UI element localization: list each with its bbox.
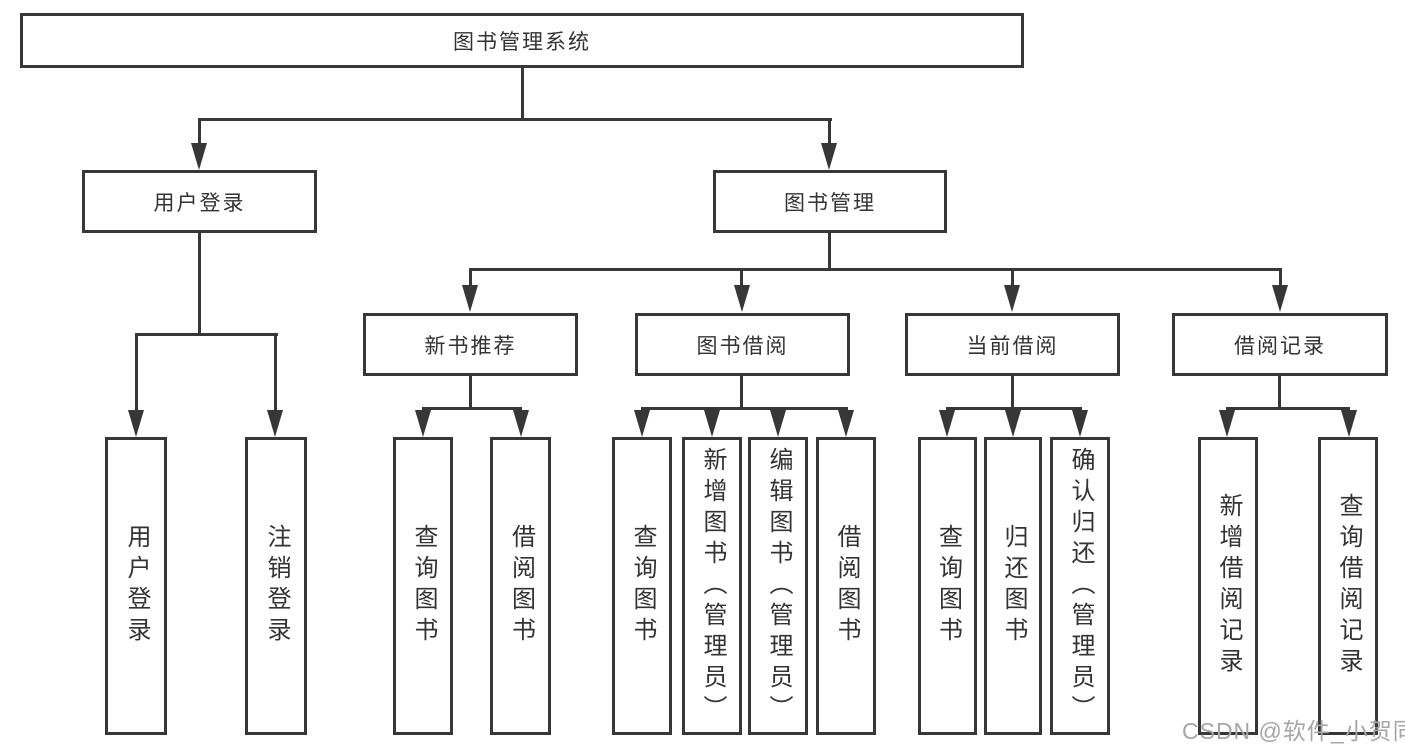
connector-to-new-book-rec bbox=[469, 268, 472, 288]
arrow-down bbox=[513, 410, 529, 437]
node-label: 新增借阅记录 bbox=[1215, 493, 1242, 679]
node-label: 编辑图书（管理员） bbox=[765, 446, 792, 726]
connector-root-hbar bbox=[198, 118, 832, 121]
leaf-add-books-admin: 新增图书（管理员） bbox=[682, 437, 742, 735]
leaf-edit-books-admin: 编辑图书（管理员） bbox=[748, 437, 808, 735]
connector-book-borrow-hbar bbox=[641, 407, 848, 410]
leaf-user-login: 用户登录 bbox=[105, 437, 167, 735]
node-label: 查询图书 bbox=[934, 524, 962, 648]
connector-to-book-borrow bbox=[740, 268, 743, 288]
leaf-borrow-books-2: 借阅图书 bbox=[816, 437, 876, 735]
connector-root-stem bbox=[521, 68, 524, 120]
connector-new-book-rec-hbar bbox=[422, 407, 522, 410]
arrow-down bbox=[1072, 410, 1088, 437]
node-current-borrowing: 当前借阅 bbox=[905, 313, 1120, 376]
node-label: 查询借阅记录 bbox=[1335, 493, 1362, 679]
node-borrowing-records: 借阅记录 bbox=[1172, 313, 1388, 376]
leaf-query-borrow-record: 查询借阅记录 bbox=[1318, 437, 1378, 735]
node-label: 查询图书 bbox=[629, 524, 656, 648]
node-label: 图书管理 bbox=[784, 191, 876, 215]
leaf-confirm-return-admin: 确认归还（管理员） bbox=[1050, 437, 1110, 735]
node-book-management: 图书管理 bbox=[713, 170, 947, 233]
arrow-down bbox=[267, 410, 283, 437]
arrow-down bbox=[821, 143, 837, 170]
connector-book-mgmt-stem bbox=[828, 233, 831, 271]
arrow-down bbox=[770, 410, 786, 437]
node-label: 借阅图书 bbox=[833, 524, 860, 648]
arrow-down bbox=[1341, 410, 1357, 437]
leaf-query-books-2: 查询图书 bbox=[612, 437, 672, 735]
arrow-down bbox=[191, 143, 207, 170]
arrow-down bbox=[634, 410, 650, 437]
leaf-add-borrow-record: 新增借阅记录 bbox=[1198, 437, 1258, 735]
leaf-borrow-books-1: 借阅图书 bbox=[490, 437, 551, 735]
node-user-login: 用户登录 bbox=[82, 170, 317, 233]
node-label: 用户登录 bbox=[123, 524, 150, 648]
connector-to-leaf-logout bbox=[274, 333, 277, 411]
node-label: 新增图书（管理员） bbox=[699, 446, 726, 726]
connector-user-login-stem bbox=[198, 233, 201, 335]
connector-to-current-borrow bbox=[1011, 268, 1014, 288]
connector-to-leaf-user-login bbox=[135, 333, 138, 411]
arrow-down bbox=[1004, 285, 1020, 312]
connector-new-book-rec-stem bbox=[469, 376, 472, 410]
leaf-query-books-3: 查询图书 bbox=[918, 437, 977, 735]
node-label: 查询图书 bbox=[410, 524, 437, 648]
arrow-down bbox=[1219, 410, 1235, 437]
arrow-down bbox=[1005, 410, 1021, 437]
node-new-book-recommend: 新书推荐 bbox=[363, 313, 578, 376]
leaf-return-books: 归还图书 bbox=[984, 437, 1042, 735]
node-label: 用户登录 bbox=[153, 191, 246, 215]
leaf-logout: 注销登录 bbox=[245, 437, 307, 735]
node-label: 借阅记录 bbox=[1234, 334, 1326, 358]
node-book-borrowing: 图书借阅 bbox=[635, 313, 850, 376]
arrow-down bbox=[415, 410, 431, 437]
node-label: 确认归还（管理员） bbox=[1067, 446, 1094, 726]
arrow-down bbox=[704, 410, 720, 437]
connector-current-borrow-hbar bbox=[946, 407, 1082, 410]
node-label: 新书推荐 bbox=[424, 334, 517, 358]
node-library-management-system: 图书管理系统 bbox=[20, 13, 1024, 68]
node-label: 注销登录 bbox=[263, 524, 290, 648]
connector-root-to-book-mgmt bbox=[828, 118, 831, 146]
csdn-watermark: CSDN @软件_小贺同学 bbox=[1182, 718, 1405, 744]
arrow-down bbox=[1272, 285, 1288, 312]
connector-root-to-user-login bbox=[198, 118, 201, 146]
connector-to-borrow-records bbox=[1279, 268, 1282, 288]
leaf-query-books-1: 查询图书 bbox=[393, 437, 453, 735]
connector-book-borrow-stem bbox=[740, 376, 743, 410]
node-label: 当前借阅 bbox=[966, 334, 1059, 358]
node-label: 图书借阅 bbox=[696, 334, 789, 358]
connector-current-borrow-stem bbox=[1011, 376, 1014, 410]
node-label: 图书管理系统 bbox=[453, 30, 591, 54]
arrow-down bbox=[838, 410, 854, 437]
arrow-down bbox=[128, 410, 144, 437]
connector-borrow-records-hbar bbox=[1226, 407, 1350, 410]
node-label: 归还图书 bbox=[1000, 524, 1027, 648]
arrow-down bbox=[734, 285, 750, 312]
connector-borrow-records-stem bbox=[1278, 376, 1281, 410]
node-label: 借阅图书 bbox=[507, 524, 535, 648]
connector-book-mgmt-hbar bbox=[469, 268, 1282, 271]
connector-user-login-hbar bbox=[135, 333, 278, 336]
arrow-down bbox=[462, 285, 478, 312]
arrow-down bbox=[939, 410, 955, 437]
